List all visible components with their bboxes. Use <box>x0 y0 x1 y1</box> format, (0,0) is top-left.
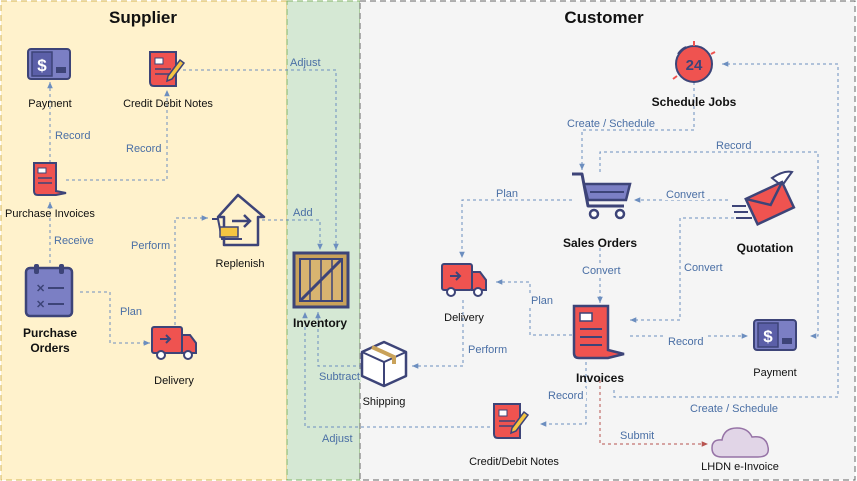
cloud-icon <box>711 427 770 458</box>
edge-convert-invoice <box>630 217 740 323</box>
svg-text:✕: ✕ <box>36 299 45 311</box>
customer-title: Customer <box>564 8 644 27</box>
inventory-crate-icon <box>292 251 350 309</box>
schedule-badge: 24 <box>686 57 703 74</box>
node-quotation: Quotation <box>737 241 794 255</box>
edge-adjust-top <box>183 69 339 250</box>
label-record-credit-customer: Record <box>548 390 583 402</box>
node-schedule-jobs: Schedule Jobs <box>652 95 737 109</box>
label-submit: Submit <box>620 430 654 442</box>
label-subtract: Subtract <box>319 371 360 383</box>
edge-plan-supplier <box>80 291 150 346</box>
edge-perform-replenish <box>174 215 208 325</box>
svg-text:$: $ <box>37 56 47 75</box>
label-record-payment: Record <box>55 130 90 142</box>
node-shipping: Shipping <box>363 396 406 408</box>
credit-debit-notes-customer-icon <box>493 403 530 439</box>
label-plan-delivery: Plan <box>531 295 553 307</box>
node-sales-orders: Sales Orders <box>563 236 637 250</box>
label-receive: Receive <box>54 235 94 247</box>
node-replenish: Replenish <box>216 258 265 270</box>
node-lhdn: LHDN e-Invoice <box>701 461 779 473</box>
label-record-credit: Record <box>126 143 161 155</box>
svg-text:✕: ✕ <box>36 283 45 295</box>
edge-create-schedule-top <box>579 82 695 170</box>
cart-icon <box>572 172 632 220</box>
delivery-truck-icon <box>151 326 197 360</box>
node-inventory: Inventory <box>293 316 347 330</box>
edge-create-schedule-bottom <box>613 61 839 398</box>
node-delivery-customer: Delivery <box>444 312 484 324</box>
edge-record-credit-customer <box>540 356 587 427</box>
replenish-icon <box>212 193 266 247</box>
edge-adjust-bottom <box>302 312 490 428</box>
payment-customer-icon: $ <box>753 319 797 351</box>
label-record-top: Record <box>716 140 751 152</box>
node-purchase-orders-line2: Orders <box>30 341 70 355</box>
label-plan-customer: Plan <box>496 188 518 200</box>
label-create-schedule-bottom: Create / Schedule <box>690 403 778 415</box>
edge-add <box>262 219 323 250</box>
customer-panel <box>359 0 856 481</box>
invoices-icon <box>572 304 625 360</box>
label-perform-replenish: Perform <box>131 240 170 252</box>
edge-record-top <box>599 151 819 339</box>
shipping-box-icon <box>360 340 408 388</box>
label-create-schedule-top: Create / Schedule <box>567 118 655 130</box>
edge-perform-shipping <box>412 300 464 369</box>
edge-plan-delivery <box>496 279 572 336</box>
label-convert-invoice: Convert <box>684 262 723 274</box>
node-purchase-invoices: Purchase Invoices <box>5 208 95 220</box>
credit-debit-notes-icon <box>149 51 186 87</box>
label-plan-supplier: Plan <box>120 306 142 318</box>
label-convert-quotation: Convert <box>666 189 705 201</box>
edge-subtract <box>315 312 362 367</box>
label-adjust-bottom: Adjust <box>322 433 353 445</box>
node-purchase-orders-line1: Purchase <box>23 326 77 340</box>
node-invoices: Invoices <box>576 371 624 385</box>
quotation-envelope-icon <box>732 170 796 226</box>
label-adjust-top: Adjust <box>290 57 321 69</box>
node-payment-supplier: Payment <box>28 98 71 110</box>
label-perform-shipping: Perform <box>468 344 507 356</box>
svg-text:$: $ <box>763 327 773 346</box>
node-credit-debit-notes-customer: Credit/Debit Notes <box>469 456 559 468</box>
schedule-24-icon <box>672 41 716 83</box>
payment-icon: $ <box>27 48 71 80</box>
node-delivery-supplier: Delivery <box>154 375 194 387</box>
label-record-payment-customer: Record <box>668 336 703 348</box>
label-convert-sales: Convert <box>582 265 621 277</box>
purchase-invoices-icon <box>33 162 67 196</box>
supplier-title: Supplier <box>109 8 177 27</box>
label-add: Add <box>293 207 313 219</box>
delivery-truck-customer-icon <box>441 263 487 297</box>
inventory-panel <box>286 0 361 481</box>
node-payment-customer: Payment <box>753 367 796 379</box>
node-credit-debit-notes-supplier: Credit Debit Notes <box>123 98 213 110</box>
purchase-orders-icon: ✕ ✕ <box>24 264 74 318</box>
edge-plan-customer <box>459 199 572 258</box>
